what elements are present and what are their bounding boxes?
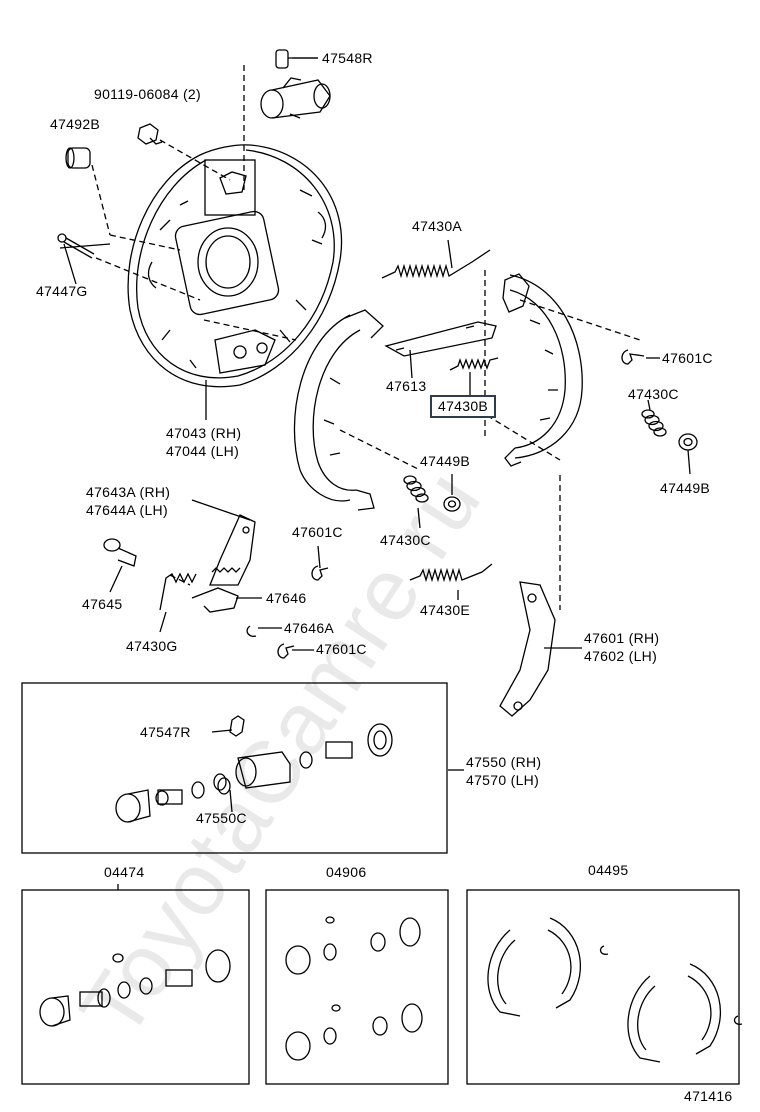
label-47449b-right: 47449B [660, 480, 711, 496]
label-47601c-right: 47601C [662, 350, 713, 366]
label-47044: 47044 (LH) [166, 443, 240, 459]
label-47601: 47601 (RH) [584, 630, 660, 646]
label-90119: 90119-06084 (2) [94, 86, 201, 102]
washer-47646a [246, 625, 257, 637]
wheel-cylinder-top [260, 77, 331, 119]
label-47645: 47645 [82, 596, 123, 612]
kit-box-04495 [466, 889, 740, 1085]
wheel-cylinder-box [21, 682, 448, 854]
cup-47449b-mid [443, 496, 461, 512]
label-47646: 47646 [266, 590, 307, 606]
brake-shoe-left [293, 309, 384, 511]
bleeder-47548r [275, 49, 318, 69]
label-47430a: 47430A [412, 218, 463, 234]
label-04474: 04474 [104, 864, 145, 880]
label-47430c-right: 47430C [628, 386, 679, 402]
kit-box-04474 [21, 889, 250, 1085]
adjuster-lever-47643a [209, 514, 256, 586]
kit-04906-parts [285, 916, 423, 1061]
label-47430b-highlighted: 47430B [430, 395, 497, 418]
kit-04474-parts [39, 949, 231, 1027]
spring-47430a [381, 249, 491, 279]
bolt-90119 [137, 123, 163, 145]
backing-plate [127, 144, 343, 388]
spring-47430b [449, 357, 499, 371]
label-47643a: 47643A (RH) [86, 484, 171, 500]
label-04906: 04906 [326, 864, 367, 880]
label-47646a: 47646A [284, 620, 335, 636]
label-47613: 47613 [386, 378, 427, 394]
label-04495: 04495 [588, 862, 629, 878]
label-47601c-mid: 47601C [292, 524, 343, 540]
kit-04495-parts [487, 917, 743, 1063]
spring-47430e [409, 563, 493, 583]
spring-47430c-right [641, 409, 667, 437]
strut-47613 [384, 321, 497, 357]
parking-lever-47601 [499, 581, 556, 717]
plug-47492b [65, 147, 91, 169]
label-471416: 471416 [684, 1088, 733, 1104]
clip-47601c-right [621, 349, 645, 365]
pawl-47646 [191, 587, 239, 613]
brake-shoe-right [502, 273, 583, 467]
label-47550c: 47550C [196, 810, 247, 826]
label-47449b-mid: 47449B [420, 453, 471, 469]
label-47602: 47602 (LH) [584, 648, 658, 664]
clip-47601c-mid [311, 565, 329, 581]
spring-47430g [159, 572, 197, 611]
label-47043: 47043 (RH) [166, 425, 242, 441]
label-47548r: 47548R [322, 50, 373, 66]
label-47430g: 47430G [126, 638, 178, 654]
kit-box-04906 [265, 889, 449, 1085]
leader-lines [59, 57, 691, 890]
pivot-47645 [103, 538, 137, 567]
cup-47449b-right [678, 433, 698, 451]
label-47430e: 47430E [420, 602, 471, 618]
label-47547r: 47547R [140, 724, 191, 740]
label-47430c-mid: 47430C [380, 532, 431, 548]
label-47570: 47570 (LH) [466, 772, 540, 788]
label-47492b: 47492B [50, 116, 101, 132]
wheel-cylinder-exploded [115, 715, 393, 823]
spring-47430c-mid [403, 475, 429, 503]
label-47550: 47550 (RH) [466, 754, 542, 770]
label-47601c-bottom: 47601C [316, 641, 367, 657]
label-47447g: 47447G [36, 283, 88, 299]
label-47644a: 47644A (LH) [86, 502, 168, 518]
clip-47601c-bottom [277, 643, 295, 659]
